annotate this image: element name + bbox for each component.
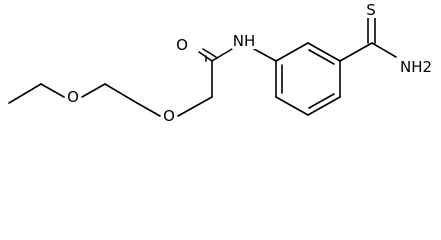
ring-bond-1-2	[275, 42, 309, 62]
ring-bond-2-3	[307, 42, 341, 62]
bond-ring-thioamide	[339, 42, 373, 62]
ether-o1-label: O	[163, 107, 175, 125]
bond-carbonyl-nh	[211, 48, 233, 62]
bond-ch2-ch2	[104, 83, 138, 104]
bond-ch3-ch2	[8, 83, 42, 104]
bond-o2-ch2	[81, 83, 106, 98]
bond-ch2-o1	[136, 102, 161, 117]
bond-carbonyl-o-3	[202, 48, 217, 58]
thio-s-label: S	[366, 1, 376, 19]
ring-bond-5-6	[275, 96, 309, 116]
ether-o2-label: O	[67, 88, 79, 106]
amide-o-label: O	[176, 36, 188, 54]
bond-o1-ch2	[177, 96, 213, 117]
thio-s-bg	[364, 2, 378, 18]
amide-o-bg	[175, 37, 189, 53]
atom-labels: O O O NH S NH2	[66, 1, 436, 125]
amide-nh-bg	[232, 33, 256, 49]
amine-nh2-label: NH2	[400, 58, 432, 76]
bond-carbonyl-o-2	[198, 51, 213, 62]
ring-double-4-5	[308, 93, 335, 109]
bond-ch2-o2	[40, 83, 65, 98]
bond-nh-ring	[253, 48, 277, 62]
ether-o2-bg	[66, 89, 80, 105]
amine-nh2-bg	[396, 59, 436, 75]
ring-double-2-3	[308, 49, 335, 65]
ether-o1-bg	[162, 108, 176, 124]
chemical-structure-diagram: O O O NH S NH2	[8, 1, 436, 125]
ring-bond-4-5	[307, 96, 341, 116]
amide-nh-label: NH	[233, 32, 256, 50]
bonds	[8, 14, 397, 117]
bond-thio-nh2	[371, 42, 397, 58]
